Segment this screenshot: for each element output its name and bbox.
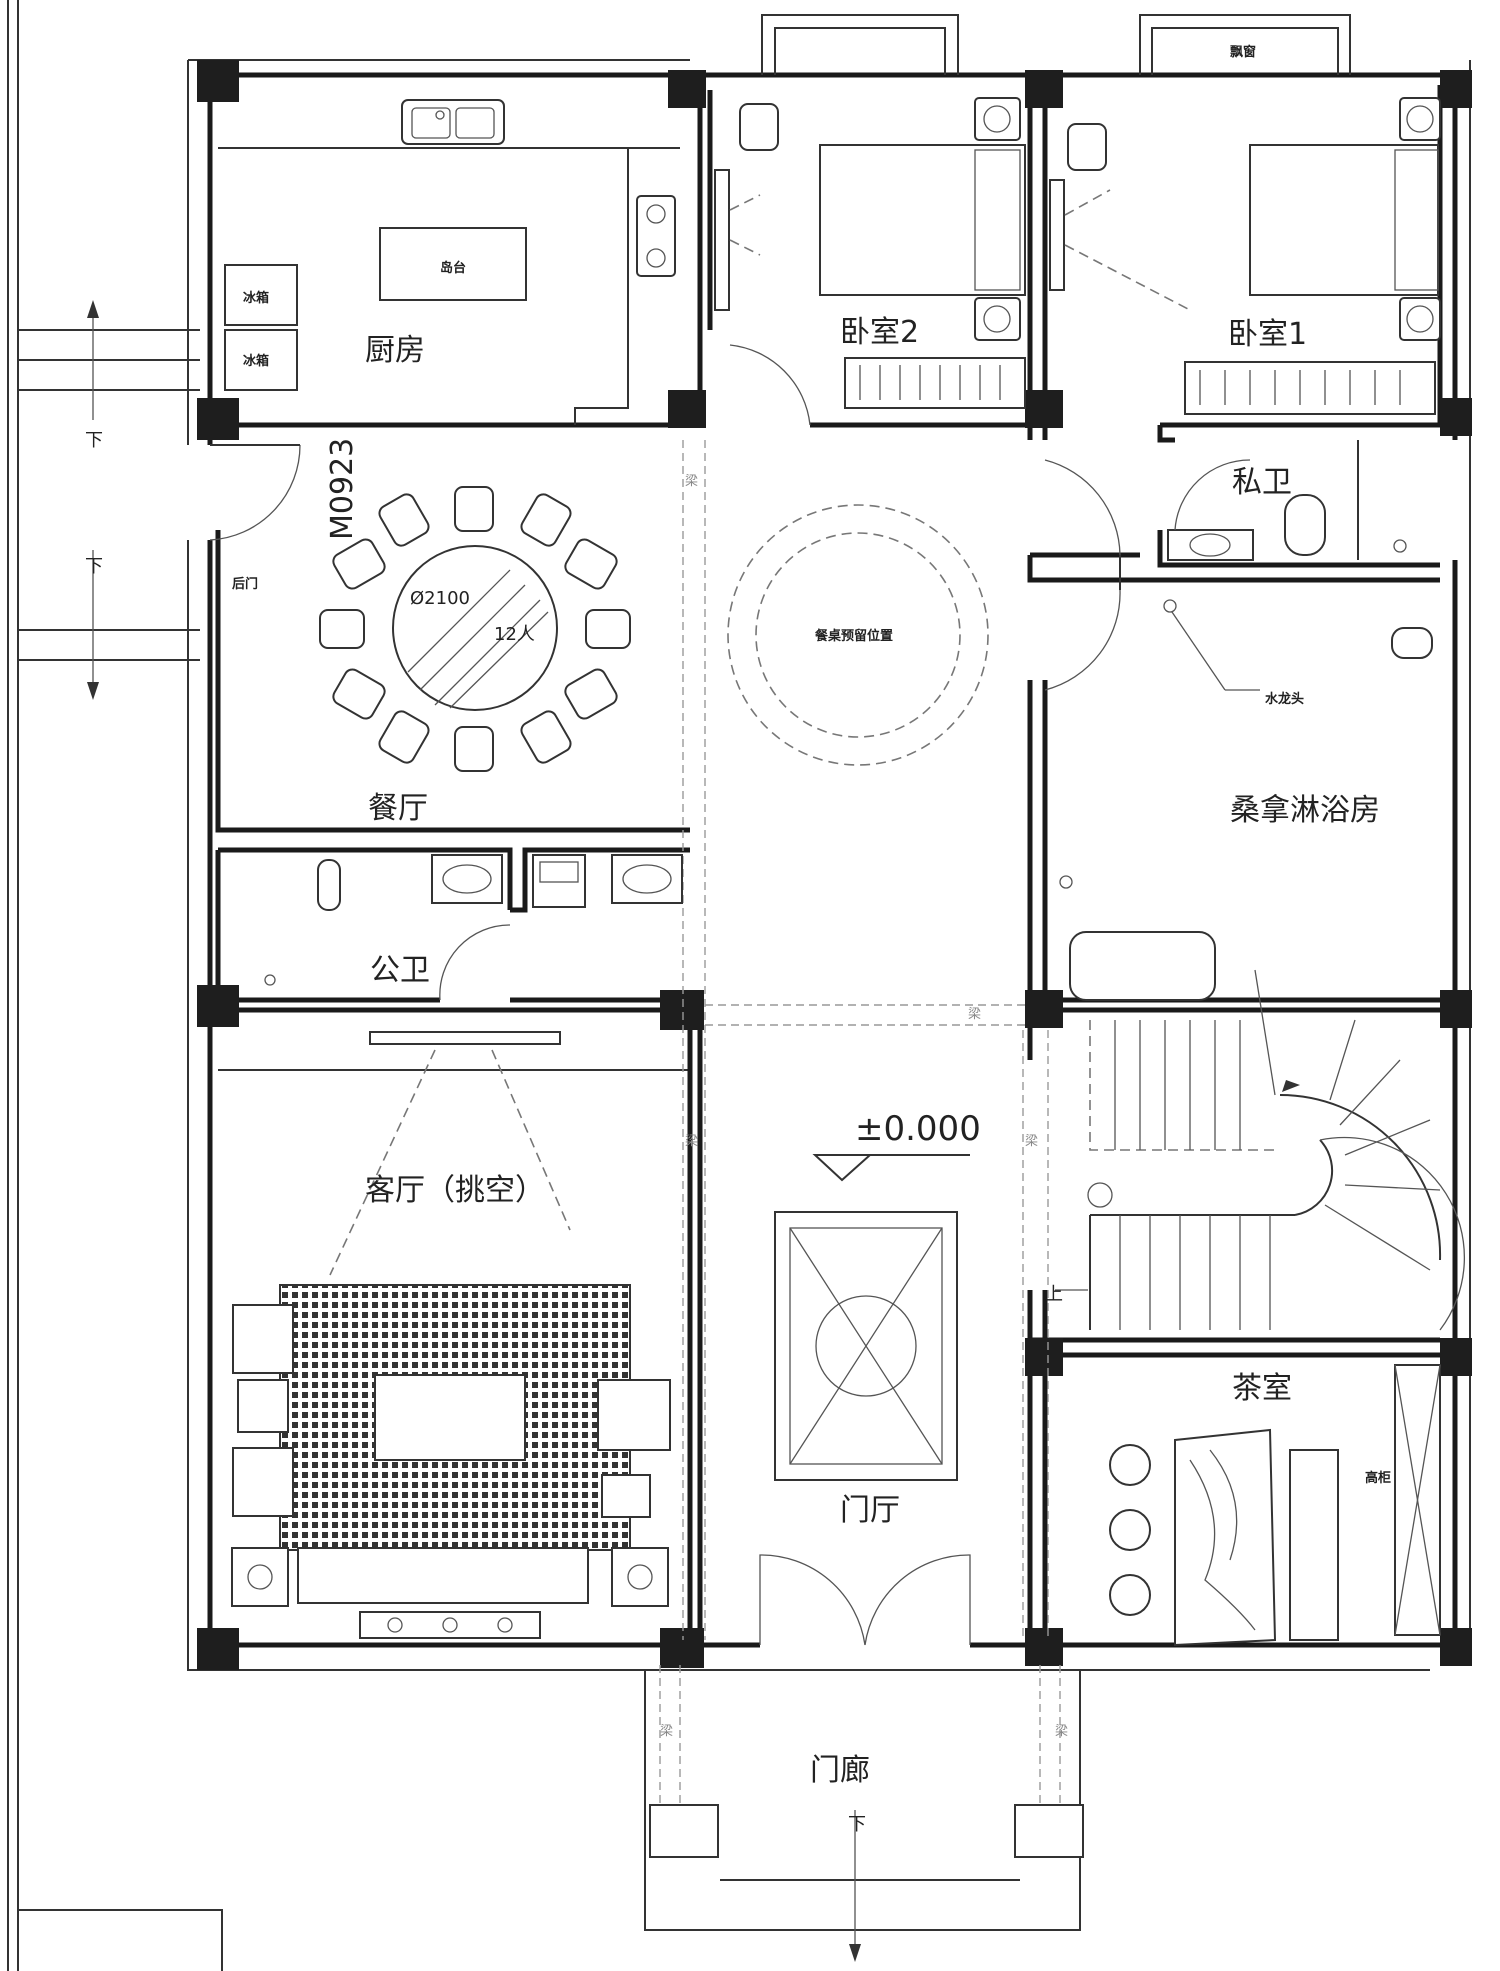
site-edge bbox=[7, 0, 223, 1971]
back-door bbox=[209, 444, 301, 541]
foyer-elevation-marker bbox=[812, 1154, 970, 1182]
beam-label-6: 梁 bbox=[1055, 1724, 1068, 1739]
foyer-label: 门厅 bbox=[840, 1493, 900, 1528]
private-bath-fixtures bbox=[1167, 440, 1407, 561]
porch-label: 门廊 bbox=[810, 1753, 870, 1788]
outer-walls bbox=[187, 59, 1471, 1671]
stair-down-mark-2: 下 bbox=[85, 556, 103, 577]
bay-window-bedroom2 bbox=[761, 14, 959, 75]
beam-label-5: 梁 bbox=[660, 1724, 673, 1739]
private-bath-label: 私卫 bbox=[1232, 465, 1292, 500]
living-tv bbox=[329, 1031, 571, 1276]
back-door-label: 后门 bbox=[232, 576, 258, 592]
fridge-label-1: 冰箱 bbox=[243, 290, 269, 306]
porch bbox=[644, 1670, 1084, 1962]
bedroom2-furniture bbox=[714, 97, 1026, 409]
kitchen-label: 厨房 bbox=[365, 333, 425, 368]
tea-room-furniture bbox=[1109, 1364, 1441, 1647]
island bbox=[379, 227, 527, 301]
dining-table-seats: 12人 bbox=[494, 624, 535, 645]
beam-lines bbox=[659, 440, 1061, 1805]
dining-label: 餐厅 bbox=[368, 791, 428, 826]
dining-table bbox=[319, 486, 631, 772]
beam-label-2: 梁 bbox=[685, 1134, 698, 1149]
door-code-label: M0923 bbox=[325, 438, 360, 540]
bay-window-label: 飘窗 bbox=[1230, 44, 1256, 60]
stair-up-mark: 上 bbox=[1045, 1284, 1063, 1305]
bedroom1-furniture bbox=[1049, 97, 1441, 415]
tall-cabinet-label: 高柜 bbox=[1365, 1470, 1391, 1486]
table-reserve-circle bbox=[727, 504, 989, 766]
foyer-ceiling bbox=[774, 1211, 958, 1481]
tea-room-label: 茶室 bbox=[1232, 1371, 1292, 1406]
left-steps bbox=[18, 300, 200, 700]
table-reserve-label: 餐桌预留位置 bbox=[814, 628, 893, 644]
beam-label-4: 梁 bbox=[968, 1007, 981, 1022]
public-bath-label: 公卫 bbox=[370, 953, 430, 988]
dining-table-diameter: Ø2100 bbox=[410, 588, 470, 609]
main-entry-door bbox=[759, 1554, 971, 1646]
fridge-pair bbox=[224, 264, 298, 391]
elevation-label: ±0.000 bbox=[855, 1109, 981, 1149]
living-rug bbox=[231, 1284, 671, 1639]
corridor-doors bbox=[1044, 459, 1121, 691]
dining-chairs bbox=[319, 486, 631, 772]
island-label: 岛台 bbox=[440, 260, 466, 276]
sauna-label: 桑拿淋浴房 bbox=[1230, 793, 1380, 828]
bedroom2-label: 卧室2 bbox=[840, 315, 919, 350]
porch-down-mark: 下 bbox=[848, 1814, 866, 1835]
stair-down-mark-1: 下 bbox=[85, 430, 103, 451]
bedroom2-door bbox=[729, 344, 811, 426]
interior-walls bbox=[215, 85, 1443, 1645]
fridge-label-2: 冰箱 bbox=[243, 353, 269, 369]
beam-label-3: 梁 bbox=[1025, 1134, 1038, 1149]
bay-window-bedroom1 bbox=[1139, 14, 1351, 75]
bedroom1-label: 卧室1 bbox=[1228, 317, 1307, 352]
kitchen-counter bbox=[218, 99, 680, 425]
faucet-label: 水龙头 bbox=[1265, 691, 1304, 707]
sauna-fixtures bbox=[1059, 599, 1433, 1001]
living-label: 客厅（挑空） bbox=[365, 1173, 545, 1208]
public-bath-fixtures bbox=[264, 854, 683, 1001]
staircase bbox=[1055, 969, 1465, 1331]
beam-label-1: 梁 bbox=[685, 474, 698, 489]
columns bbox=[197, 60, 1472, 1855]
